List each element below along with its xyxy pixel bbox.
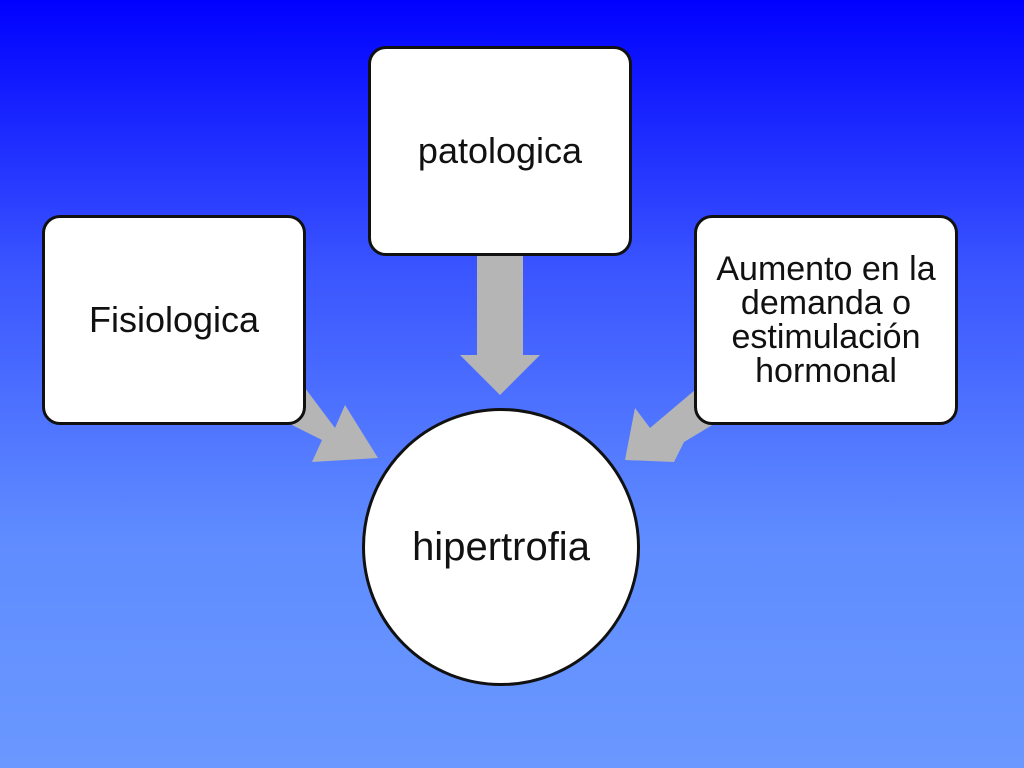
arrow-fisiologica-to-hipertrofia [290,388,378,462]
node-label-aumento-demanda: Aumento en la demanda o estimulación hor… [716,250,936,390]
node-aumento-demanda: Aumento en la demanda o estimulación hor… [694,215,958,425]
node-label-fisiologica: Fisiologica [88,299,260,340]
arrow-aumento-to-hipertrofia [625,390,714,462]
center-node-hipertrofia: hipertrofia [362,408,640,686]
arrow-patologica-to-hipertrofia [460,255,540,395]
center-node-label: hipertrofia [412,524,590,569]
node-label-patologica: patologica [417,130,583,171]
node-patologica: patologica [368,46,632,256]
node-fisiologica: Fisiologica [42,215,306,425]
